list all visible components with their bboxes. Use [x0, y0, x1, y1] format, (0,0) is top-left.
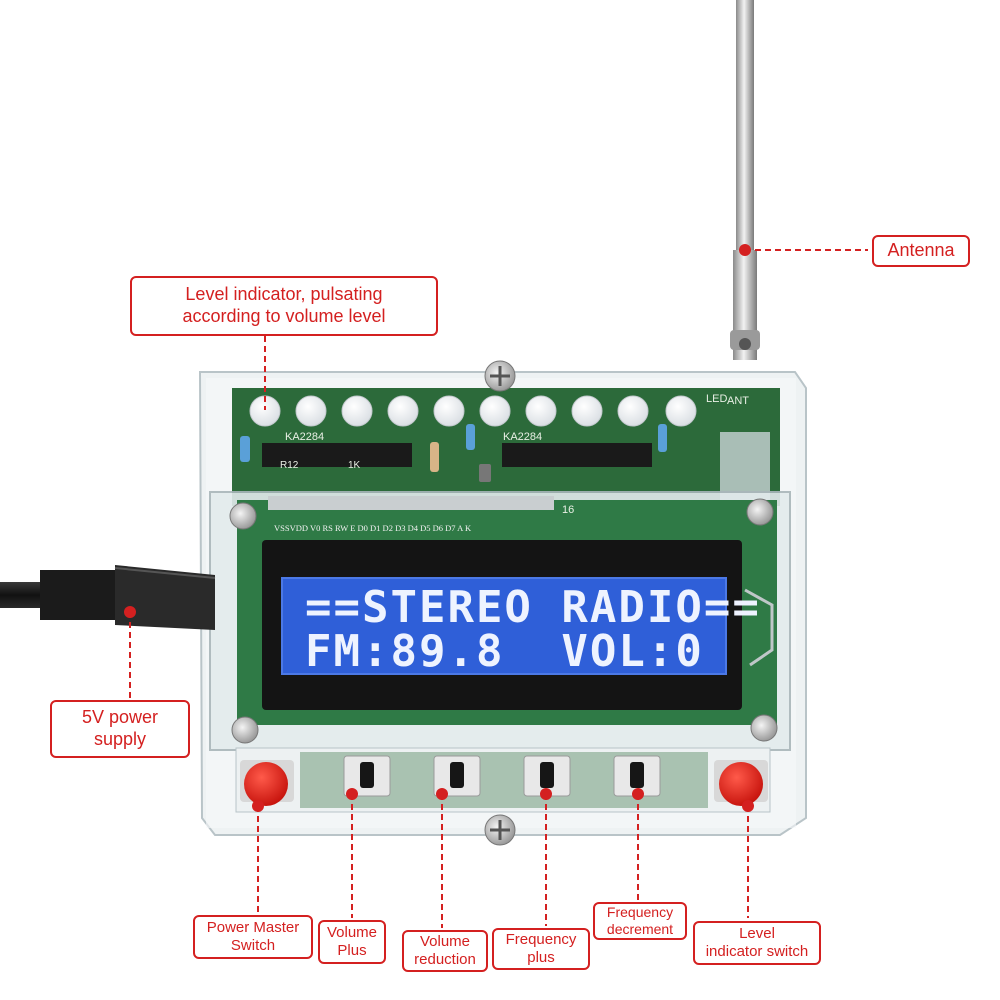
pin-count: 16: [562, 504, 574, 516]
power-cable: [0, 565, 216, 630]
callout-antenna: Antenna: [872, 235, 970, 267]
frequency-decrement-button[interactable]: [613, 755, 661, 797]
chip-label-right: KA2284: [503, 431, 542, 443]
ic-chip-left: [262, 443, 412, 467]
led-label: LED: [706, 393, 727, 405]
button-board: [235, 747, 771, 813]
pin-labels: VSSVDD V0 RS RW E D0 D1 D2 D3 D4 D5 D6 D…: [274, 523, 472, 533]
lcd-module: [209, 491, 791, 751]
ic-chip-right: [502, 443, 652, 467]
volume-reduction-button[interactable]: [433, 755, 481, 797]
resistors: [240, 424, 667, 482]
callout-frequency-decrement: Frequency decrement: [593, 902, 687, 940]
lcd-line-2: FM:89.8 VOL:0: [305, 626, 704, 677]
leader-lines: [129, 249, 868, 928]
ant-label: ANT: [727, 395, 749, 407]
label-1k: 1K: [348, 460, 361, 471]
chip-label-left: KA2284: [285, 431, 324, 443]
volume-plus-button[interactable]: [343, 755, 391, 797]
screw-bottom: [484, 814, 516, 846]
label-r12: R12: [280, 460, 299, 471]
pin-header: [268, 496, 554, 510]
callout-volume-reduction: Volume reduction: [402, 930, 488, 972]
callout-power-supply: 5V power supply: [50, 700, 190, 758]
callout-frequency-plus: Frequency plus: [492, 928, 590, 970]
power-master-switch-button[interactable]: [240, 760, 294, 806]
level-leds: [249, 395, 697, 427]
lcd-screws: [229, 498, 778, 744]
callout-power-master-switch: Power Master Switch: [193, 915, 313, 959]
antenna: [730, 0, 760, 360]
callout-level-indicator-switch: Level indicator switch: [693, 921, 821, 965]
callout-level-indicator: Level indicator, pulsating according to …: [130, 276, 438, 336]
lcd-screen: [282, 578, 726, 674]
callout-volume-plus: Volume Plus: [318, 920, 386, 964]
screw-top: [484, 360, 516, 392]
level-indicator-switch-button[interactable]: [714, 760, 768, 806]
lcd-line-1: ==STEREO RADIO==: [305, 582, 761, 633]
leader-dots: [124, 244, 754, 812]
